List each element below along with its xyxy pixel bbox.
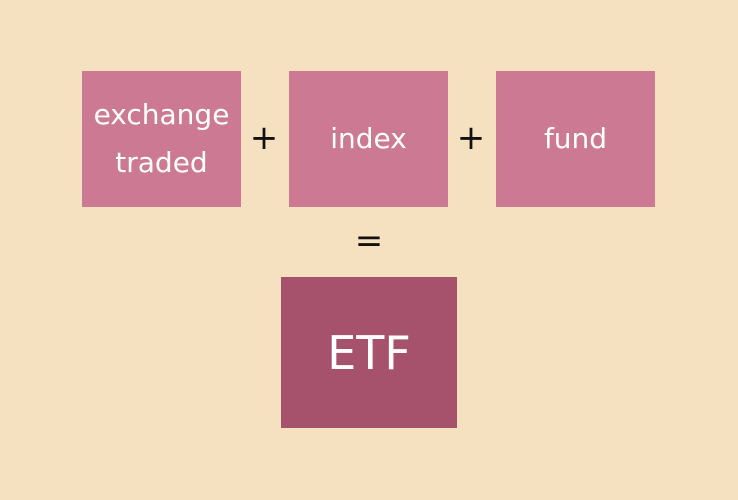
term-box-exchange-traded: exchange traded [82, 71, 241, 207]
term-label: fund [543, 122, 608, 155]
result-label: ETF [327, 325, 411, 380]
term-label: index [330, 122, 407, 155]
term-box-index: index [289, 71, 448, 207]
result-box-etf: ETF [281, 277, 457, 428]
plus-operator: + [249, 118, 279, 158]
term-label: exchange traded [93, 98, 230, 179]
term-box-fund: fund [496, 71, 655, 207]
plus-operator: + [456, 118, 486, 158]
equals-operator: = [354, 221, 384, 261]
